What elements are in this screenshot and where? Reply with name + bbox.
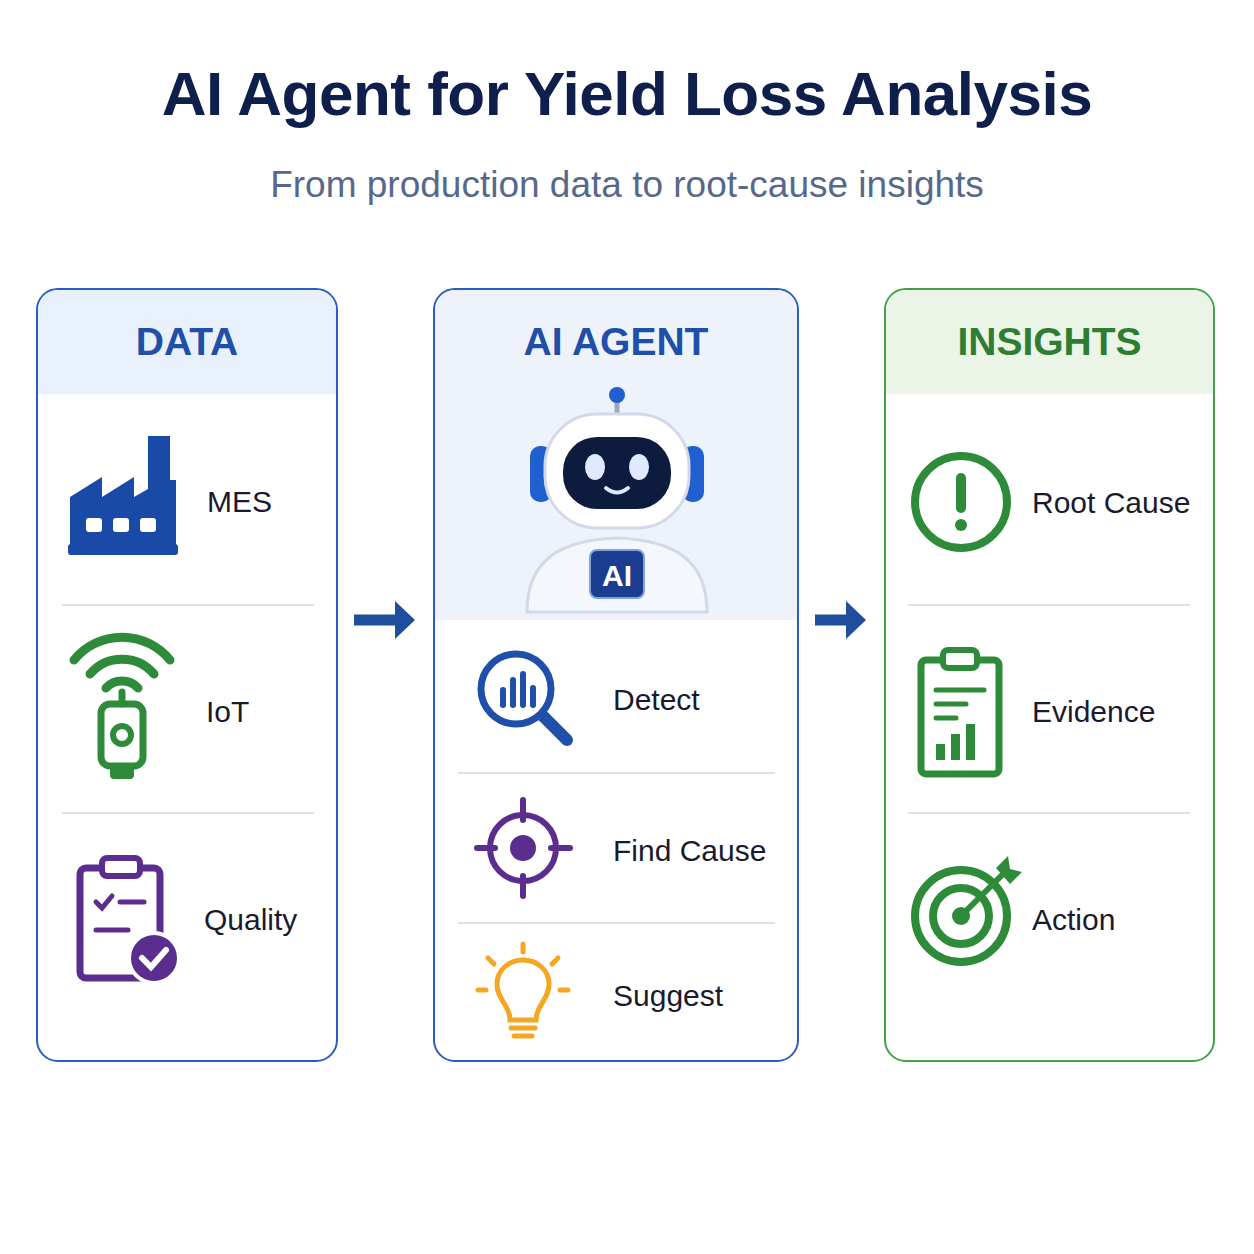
step-row: Suggest — [433, 922, 799, 1062]
step-row: MES — [36, 392, 338, 604]
arrow-shaft — [815, 615, 852, 626]
step-label: Find Cause — [613, 834, 766, 868]
flow-arrow — [354, 601, 415, 639]
step-row: Detect — [433, 618, 799, 772]
step-row: Quality — [36, 812, 338, 1062]
step-label: Suggest — [613, 979, 723, 1013]
panel-heading: INSIGHTS — [886, 290, 1213, 394]
diagram-caption: From production data to root-cause insig… — [0, 164, 1254, 206]
step-label: Detect — [613, 683, 700, 717]
row-divider — [908, 812, 1190, 814]
column-panel: DATA MES IoT Quality — [36, 288, 338, 1062]
flow-arrow — [815, 601, 866, 639]
arrow-shaft — [354, 615, 401, 626]
step-row: IoT — [36, 604, 338, 812]
step-label: IoT — [206, 695, 249, 729]
row-divider — [62, 604, 314, 606]
row-divider — [62, 812, 314, 814]
column-panel: INSIGHTS Root CauseEvidenceAction — [884, 288, 1215, 1062]
arrow-head — [846, 601, 866, 639]
step-row: Root Cause — [884, 392, 1215, 604]
step-label: Evidence — [1032, 695, 1155, 729]
step-label: MES — [207, 485, 272, 519]
panel-heading: DATA — [38, 290, 336, 394]
row-divider — [458, 922, 775, 924]
step-row: Evidence — [884, 604, 1215, 812]
step-row: Action — [884, 812, 1215, 1062]
diagram-title: AI Agent for Yield Loss Analysis — [0, 58, 1254, 129]
row-divider — [908, 604, 1190, 606]
step-label: Action — [1032, 903, 1115, 937]
column-panel: AI AGENT DetectFind CauseSuggest — [433, 288, 799, 1062]
chest-badge: AI — [589, 549, 645, 599]
arrow-head — [395, 601, 415, 639]
panel-heading: AI AGENT — [435, 290, 797, 394]
step-row: Find Cause — [433, 772, 799, 922]
step-label: Root Cause — [1032, 486, 1190, 520]
row-divider — [458, 772, 775, 774]
step-label: Quality — [204, 903, 297, 937]
